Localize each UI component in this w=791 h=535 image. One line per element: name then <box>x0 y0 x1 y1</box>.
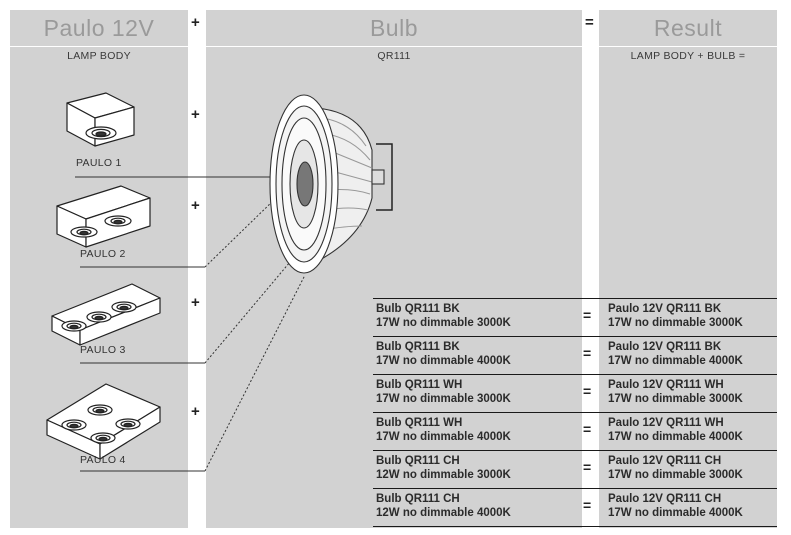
connector-line-paulo-2-dotted <box>204 197 277 268</box>
equals-sign: = <box>583 307 592 323</box>
lamp-label-paulo-3: PAULO 3 <box>80 344 126 356</box>
result-column-title: Result <box>599 10 777 47</box>
plus-sign-paulo-3: + <box>191 294 200 311</box>
lamp-body-2-icon <box>56 185 151 248</box>
lamp-body-1-icon <box>66 92 135 147</box>
equals-sign: = <box>583 345 592 361</box>
lamp-label-paulo-1: PAULO 1 <box>76 157 122 169</box>
bulb-column-title: Bulb <box>206 10 582 47</box>
result-column-subtitle: LAMP BODY + BULB = <box>630 50 746 62</box>
equals-sign: = <box>583 383 592 399</box>
result-column: Result LAMP BODY + BULB = <box>599 10 777 528</box>
lamp-column-subtitle: LAMP BODY <box>67 50 131 62</box>
connector-line-paulo-4-dotted <box>204 274 306 472</box>
lamp-column-title: Paulo 12V <box>10 10 188 47</box>
lamp-label-paulo-2: PAULO 2 <box>80 248 126 260</box>
lamp-label-paulo-4: PAULO 4 <box>80 454 126 466</box>
header-equals-sign: = <box>585 14 594 31</box>
lamp-body-3-icon <box>51 283 161 346</box>
table-bottom-rule <box>373 526 777 527</box>
bulb-column-subtitle: QR111 <box>377 50 411 62</box>
header-plus-sign: + <box>191 14 200 31</box>
equals-sign: = <box>583 459 592 475</box>
plus-sign-paulo-1: + <box>191 106 200 123</box>
lamp-body-4-icon <box>46 383 161 460</box>
qr111-bulb-icon <box>269 94 393 274</box>
equals-sign: = <box>583 421 592 437</box>
connector-line-paulo-3-dotted <box>204 261 291 364</box>
equals-sign: = <box>583 497 592 513</box>
bulb-column: Bulb QR111 <box>206 10 582 528</box>
plus-sign-paulo-2: + <box>191 197 200 214</box>
plus-sign-paulo-4: + <box>191 403 200 420</box>
